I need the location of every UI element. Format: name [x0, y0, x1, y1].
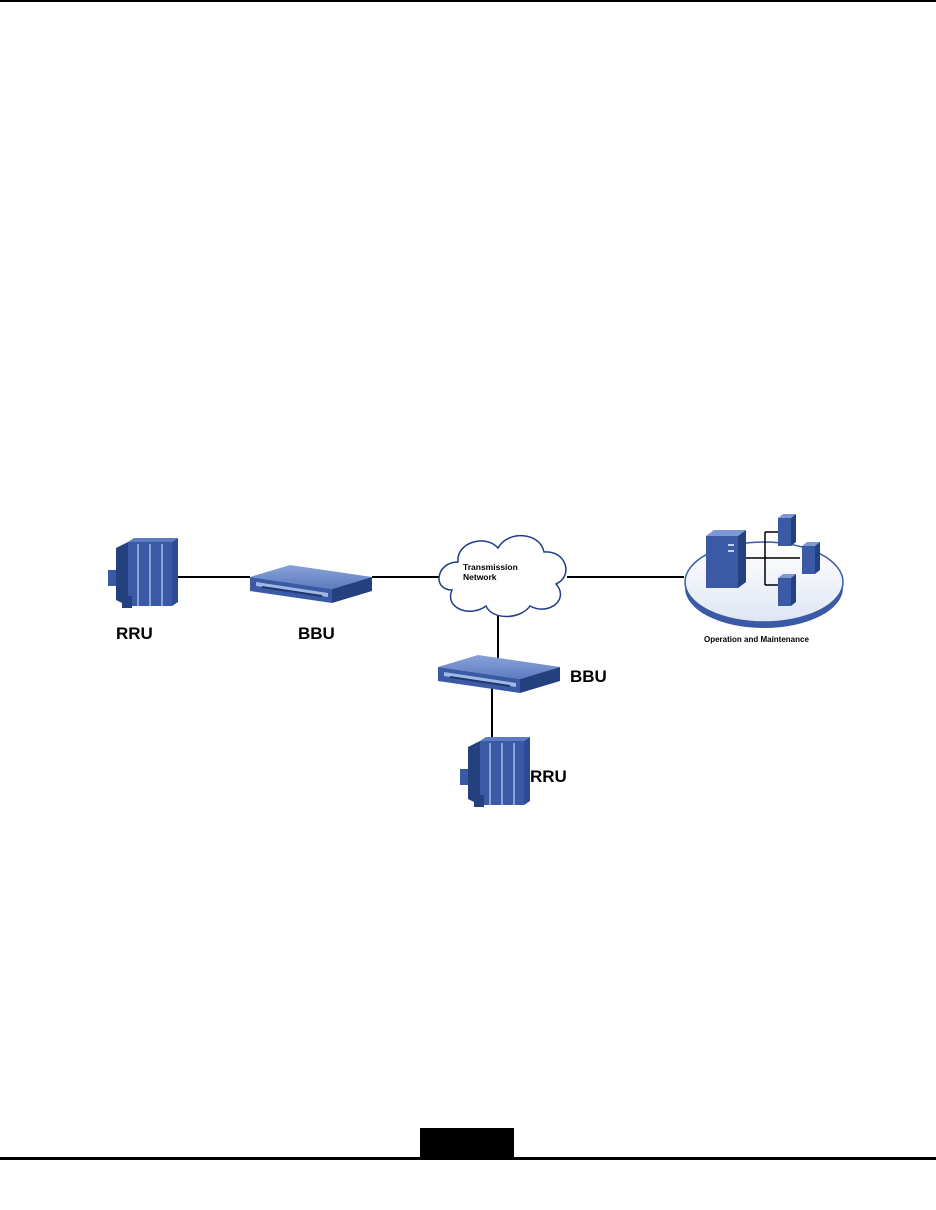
server-icon	[802, 542, 820, 574]
footer-rule	[0, 1157, 936, 1160]
server-icon	[778, 574, 796, 606]
connection-lines	[172, 577, 684, 745]
server-icon	[706, 530, 746, 588]
cloud-label-line2: Network	[463, 572, 497, 582]
cloud-label-line1: Transmission	[463, 562, 518, 572]
server-icon	[778, 514, 796, 546]
om-label: Operation and Maintenance	[704, 635, 809, 644]
bbu-bottom-label: BBU	[570, 667, 607, 686]
rru-icon	[108, 538, 178, 608]
bbu-icon	[438, 655, 560, 693]
rru-bottom-label: RRU	[530, 767, 567, 786]
rru-icon	[460, 737, 530, 807]
rru-left-label: RRU	[116, 624, 153, 643]
bbu-icon	[250, 565, 372, 603]
page-number-tab	[420, 1128, 514, 1158]
bbu-left-label: BBU	[298, 624, 335, 643]
cloud-icon: Transmission Network	[439, 536, 566, 617]
